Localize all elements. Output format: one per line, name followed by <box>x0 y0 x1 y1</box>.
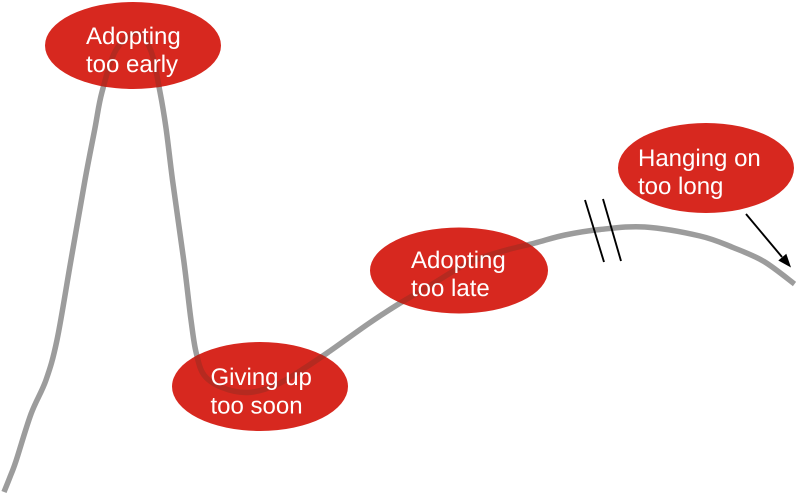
svg-text:Adopting: Adopting <box>86 23 181 50</box>
svg-text:too soon: too soon <box>211 393 303 420</box>
svg-text:too early: too early <box>86 51 178 78</box>
svg-text:too late: too late <box>411 275 490 302</box>
svg-text:Adopting: Adopting <box>411 247 506 274</box>
svg-text:too long: too long <box>638 173 723 200</box>
svg-text:Giving up: Giving up <box>211 364 312 391</box>
svg-text:Hanging on: Hanging on <box>638 145 761 172</box>
